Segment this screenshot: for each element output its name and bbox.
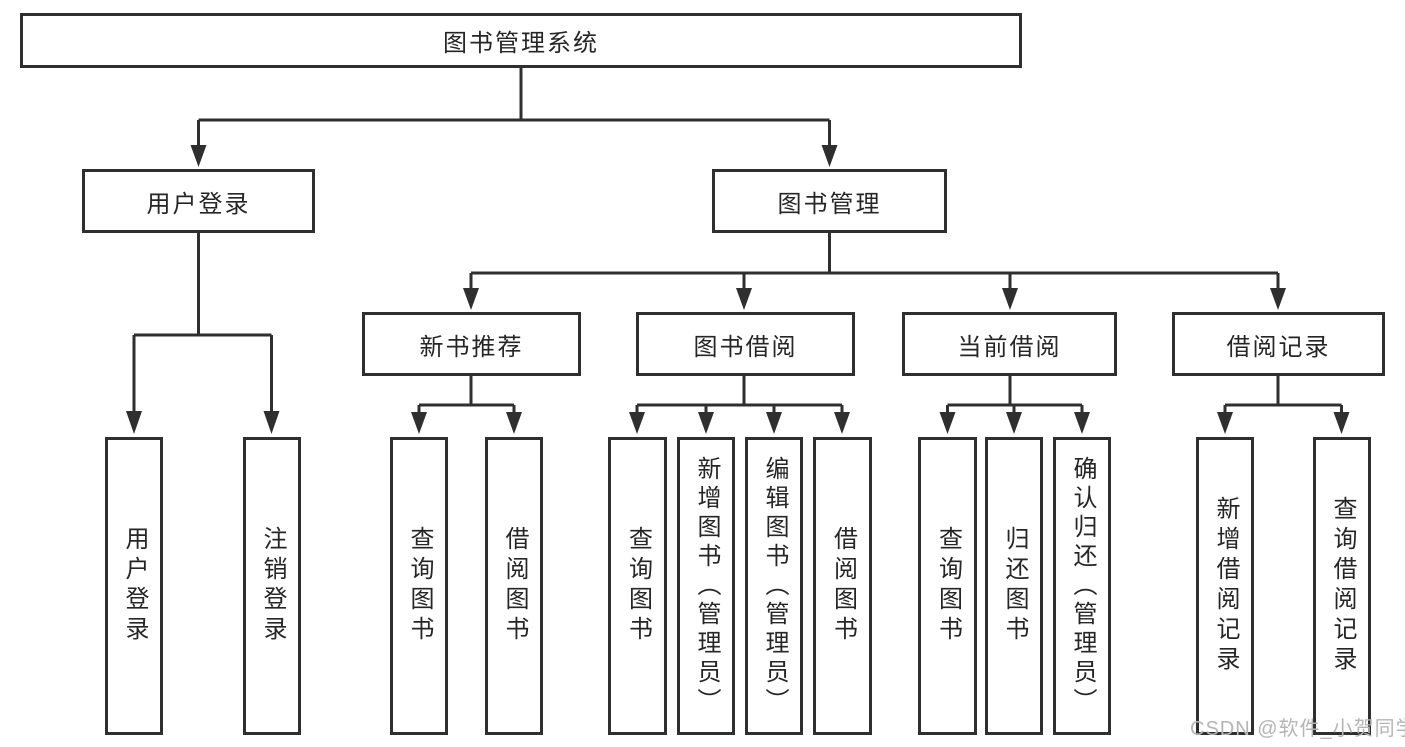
node-label: 新增借阅记录	[1212, 496, 1239, 676]
node-root: 图书管理系统	[20, 13, 1022, 68]
node-label: 借阅记录	[1226, 333, 1331, 361]
node-label: 确认归还（管理员）	[1069, 455, 1096, 717]
connector-user-login	[126, 233, 280, 434]
leaf-edit-book-admin: 编辑图书（管理员）	[745, 437, 803, 735]
leaf-query-books-borrowing: 查询图书	[608, 437, 667, 735]
node-label: 用户登录	[121, 526, 148, 646]
node-label: 注销登录	[259, 526, 286, 646]
node-label: 编辑图书（管理员）	[761, 455, 788, 717]
node-label: 归还图书	[1001, 526, 1028, 646]
connector-root	[190, 68, 838, 167]
leaf-borrow-books-recommend: 借阅图书	[485, 437, 543, 735]
node-label: 新增图书（管理员）	[693, 455, 720, 717]
leaf-add-book-admin: 新增图书（管理员）	[677, 437, 735, 735]
node-label: 新书推荐	[419, 333, 524, 361]
leaf-query-books-recommend: 查询图书	[390, 437, 448, 735]
node-label: 借阅图书	[501, 526, 528, 646]
connector-book-management	[463, 233, 1286, 310]
node-book-management: 图书管理	[712, 169, 947, 233]
node-label: 图书管理系统	[443, 30, 599, 57]
node-new-book-recommend: 新书推荐	[362, 312, 581, 376]
node-current-borrowing: 当前借阅	[902, 312, 1117, 376]
leaf-query-books-current: 查询图书	[918, 437, 977, 735]
leaf-return-books: 归还图书	[985, 437, 1043, 735]
node-book-borrowing: 图书借阅	[636, 312, 855, 376]
node-label: 查询借阅记录	[1329, 496, 1356, 676]
connector-borrowing-records	[1217, 376, 1350, 434]
connector-book-borrowing	[629, 376, 850, 434]
node-label: 用户登录	[146, 190, 251, 218]
leaf-borrow-books-borrowing: 借阅图书	[813, 437, 872, 735]
leaf-logout: 注销登录	[243, 437, 301, 735]
connector-current-borrowing	[939, 376, 1090, 434]
watermark: CSDN @软件_小贺同学	[1190, 718, 1405, 740]
node-borrowing-records: 借阅记录	[1172, 312, 1385, 376]
node-label: 图书借阅	[693, 333, 798, 361]
leaf-query-borrow-record: 查询借阅记录	[1313, 437, 1371, 735]
node-label: 查询图书	[406, 526, 433, 646]
node-label: 查询图书	[934, 526, 962, 646]
leaf-confirm-return-admin: 确认归还（管理员）	[1053, 437, 1111, 735]
node-label: 借阅图书	[829, 526, 857, 646]
node-user-login: 用户登录	[82, 169, 315, 233]
connector-new-book-recommend	[411, 376, 522, 434]
node-label: 图书管理	[777, 190, 882, 218]
leaf-user-login: 用户登录	[105, 437, 163, 735]
leaf-add-borrow-record: 新增借阅记录	[1196, 437, 1254, 735]
node-label: 查询图书	[624, 526, 652, 646]
node-label: 当前借阅	[957, 333, 1062, 361]
